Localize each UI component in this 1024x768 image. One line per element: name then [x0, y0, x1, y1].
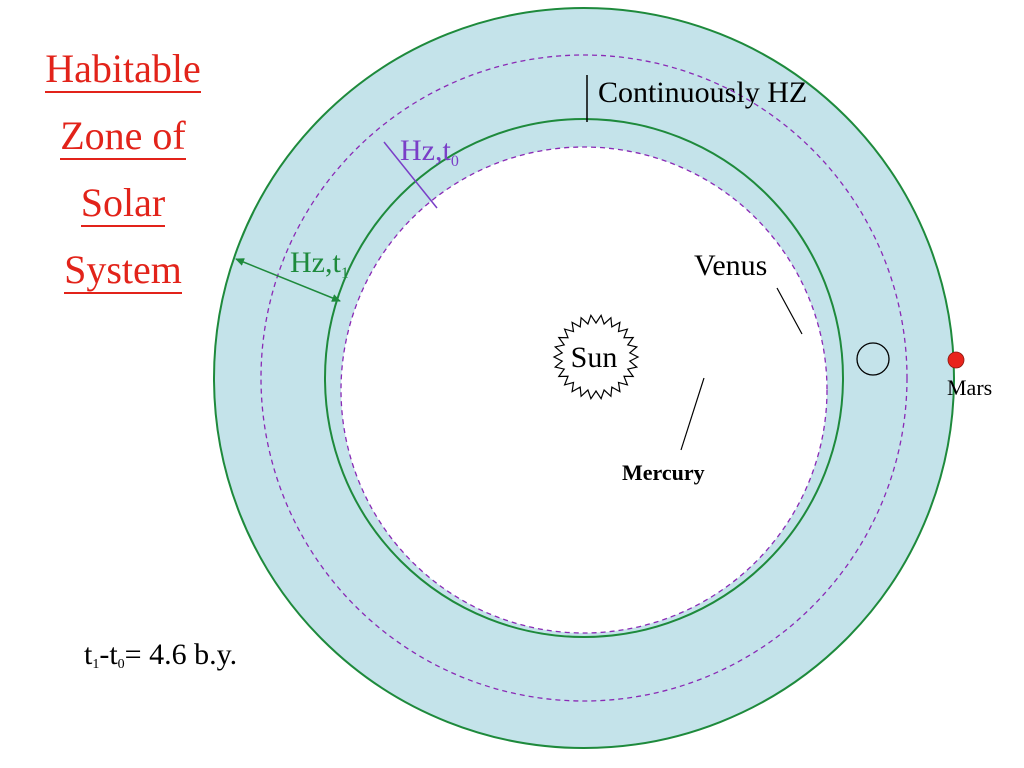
time-difference-formula: t1-t0= 4.6 b.y.: [84, 638, 238, 672]
sun-label: Sun: [571, 341, 618, 374]
hz-t0-outer-dashed-boundary: [260, 54, 908, 702]
continuous-hz-label: Continuously HZ: [598, 76, 807, 109]
title-line-4: System: [64, 247, 182, 294]
mercury-pointer: [680, 377, 705, 451]
earth-orbit-marker: [856, 342, 890, 376]
hz-t1-width-arrow: [235, 258, 341, 302]
title-line-3: Solar: [80, 180, 166, 227]
mars-label: Mars: [947, 375, 992, 400]
sun-icon: [552, 313, 640, 401]
title-line-1: Habitable: [45, 46, 201, 93]
venus-label: Venus: [694, 249, 767, 282]
title-line-2: Zone of: [60, 113, 186, 160]
hz-t0-pointer: [383, 141, 438, 209]
mars-dot: [947, 351, 965, 369]
hz-t0-label: Hz,t0: [400, 134, 459, 170]
diagram-title: Habitable Zone of Solar System: [18, 40, 228, 308]
venus-pointer: [776, 287, 803, 335]
hz-t1-label: Hz,t1: [290, 246, 349, 282]
mercury-label: Mercury: [622, 460, 705, 485]
